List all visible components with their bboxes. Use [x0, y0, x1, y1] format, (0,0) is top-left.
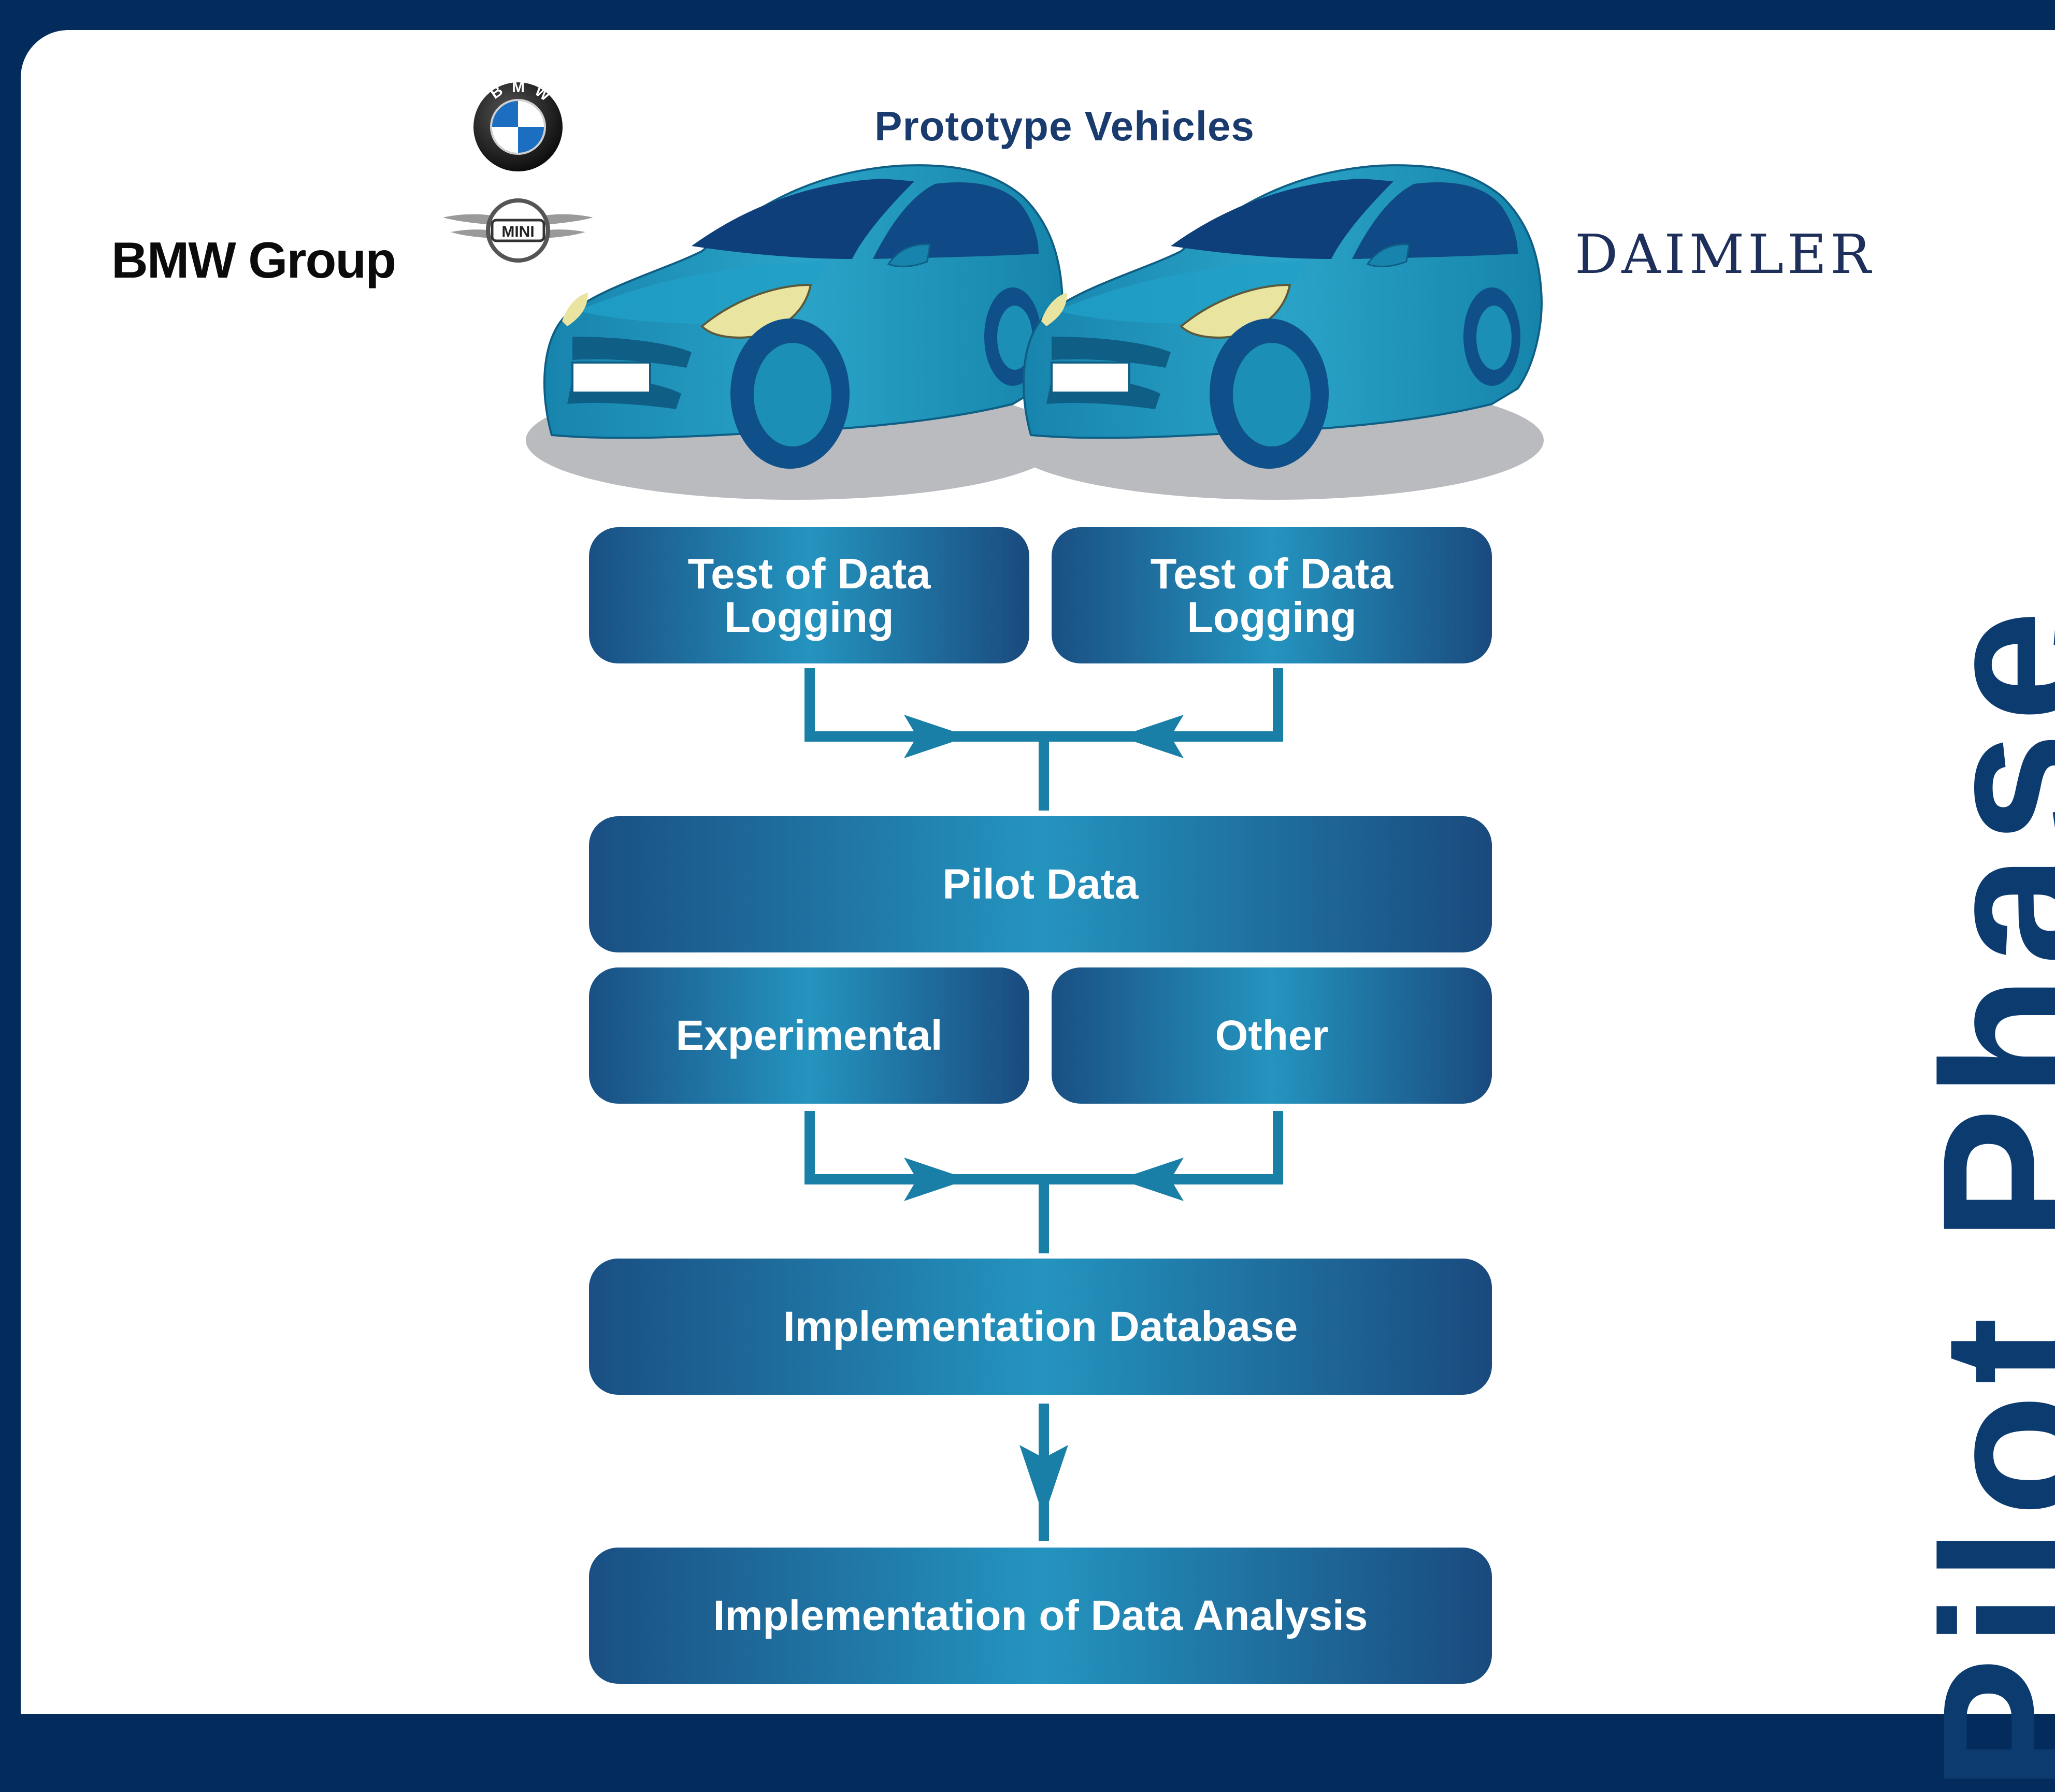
arrow-down-icon — [1019, 1445, 1068, 1518]
box-other: Other — [1052, 967, 1492, 1104]
side-title: Pilot Phase — [1900, 600, 2055, 1792]
bmw-group-wordmark: BMW Group — [111, 232, 396, 288]
daimler-wordmark: DAIMLER — [1575, 223, 1875, 286]
arrow-right-icon — [904, 1158, 969, 1201]
box-implementation-database: Implementation Database — [589, 1259, 1492, 1395]
arrow-left-icon — [1119, 715, 1184, 758]
arrow-right-icon — [904, 715, 969, 758]
vehicle-illustration: B M W MINI — [443, 79, 1545, 501]
diagram-panel: B M W MINI — [21, 30, 2055, 1714]
page-title: Prototype Vehicles — [874, 103, 1255, 149]
box-pilot-data: Pilot Data — [589, 816, 1492, 952]
svg-text:M: M — [512, 79, 525, 96]
bmw-logo-icon: B M W — [473, 79, 563, 171]
flow-connectors — [804, 668, 1283, 1541]
svg-text:MINI: MINI — [501, 223, 534, 240]
box-implementation-data-analysis: Implementation of Data Analysis — [589, 1548, 1492, 1684]
arrow-left-icon — [1119, 1158, 1184, 1201]
box-experimental: Experimental — [589, 967, 1029, 1104]
mini-logo-icon: MINI — [443, 198, 593, 263]
